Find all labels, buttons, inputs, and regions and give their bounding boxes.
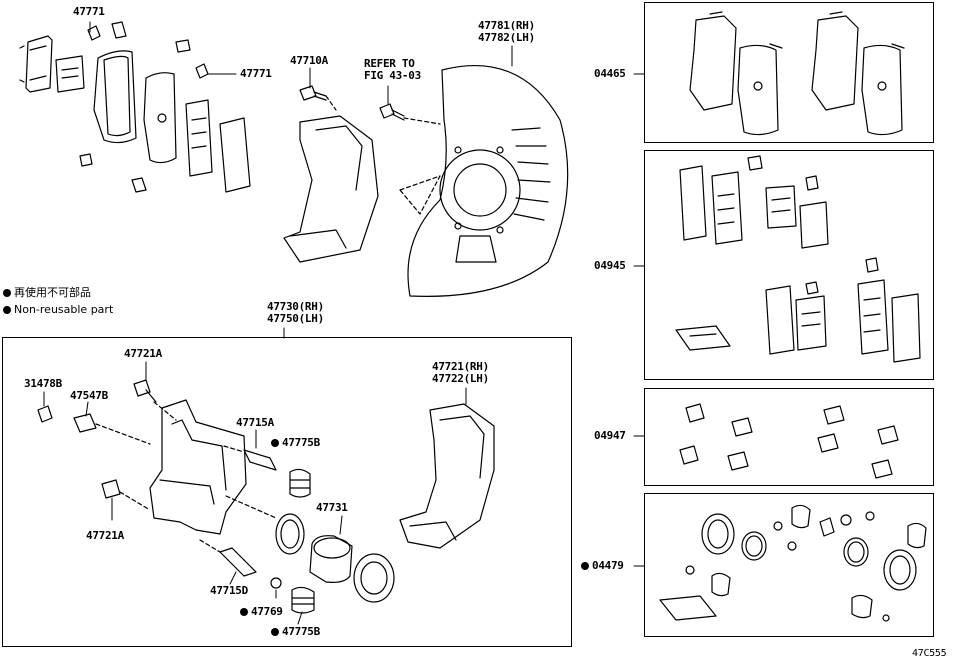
kit-04945-shims: [675, 155, 921, 363]
pin-47715d: [199, 539, 257, 577]
kit-04947-box: [644, 388, 934, 486]
brake-pad-outer-top: [93, 50, 137, 144]
bleeder-47547b: [73, 413, 151, 445]
caliper-body: [149, 399, 247, 535]
kit-04465-pads: [689, 11, 905, 136]
callout-47771-b[interactable]: 47771: [240, 67, 272, 80]
callout-47782[interactable]: 47782(LH): [478, 31, 535, 44]
callout-47722[interactable]: 47722(LH): [432, 372, 489, 385]
bolt-47721a-bottom: [101, 479, 151, 511]
bushing-47769: [270, 577, 282, 589]
caliper-bracket-upper: [283, 115, 379, 263]
piston: [309, 535, 353, 583]
callout-47781[interactable]: 47781(RH): [478, 19, 535, 32]
legend-non-reusable-jp: 再使用不可部品: [3, 286, 91, 299]
piston-boot: [353, 553, 395, 603]
clip-47771-b: [195, 63, 209, 79]
callout-47721a-top[interactable]: 47721A: [124, 347, 162, 360]
callout-47547b[interactable]: 47547B: [70, 389, 108, 402]
callout-04479[interactable]: 04479: [581, 560, 624, 572]
callout-31478b[interactable]: 31478B: [24, 377, 62, 390]
pin-47715a: [223, 445, 277, 471]
kit-04479-box: [644, 493, 934, 637]
callout-47775b-top[interactable]: 47775B: [271, 437, 320, 449]
pad-shim-right-2: [219, 117, 251, 193]
callout-47721a-bottom[interactable]: 47721A: [86, 529, 124, 542]
bolt-refer-to: [379, 103, 405, 121]
callout-refer-to-l1[interactable]: REFER TO: [364, 57, 415, 70]
legend-non-reusable-en: Non-reusable part: [3, 303, 113, 316]
non-reusable-dot-icon: [271, 628, 279, 636]
pad-shim-small: [55, 55, 85, 93]
callout-47771-a[interactable]: 47771: [73, 5, 105, 18]
callout-47750[interactable]: 47750(LH): [267, 312, 324, 325]
piston-seal-47731: [225, 495, 305, 555]
non-reusable-dot-icon: [3, 289, 11, 297]
pad-shim-right-1: [185, 99, 213, 177]
brake-pad-inner-top: [143, 72, 177, 164]
kit-04945-box: [644, 150, 934, 380]
non-reusable-dot-icon: [271, 439, 279, 447]
callout-04947[interactable]: 04947: [594, 429, 626, 442]
clips-top-row: [19, 21, 191, 193]
caliper-bracket-lower: [399, 403, 495, 549]
pad-shim-left: [25, 35, 53, 93]
kit-04465-box: [644, 2, 934, 143]
figure-id: 47C555: [912, 648, 947, 659]
kit-04947-clips: [679, 403, 899, 479]
non-reusable-dot-icon: [581, 562, 589, 570]
caliper-assembly-box: [2, 337, 572, 647]
callout-47775b-bottom[interactable]: 47775B: [271, 626, 320, 638]
bolt-47710a: [299, 85, 337, 111]
callout-47769[interactable]: 47769: [240, 606, 283, 618]
non-reusable-dot-icon: [3, 306, 11, 314]
callout-04465[interactable]: 04465: [594, 67, 626, 80]
bolt-47721a-top: [133, 379, 177, 421]
callout-47731[interactable]: 47731: [316, 501, 348, 514]
callout-47721[interactable]: 47721(RH): [432, 360, 489, 373]
callout-47715d[interactable]: 47715D: [210, 584, 248, 597]
callout-refer-to-l2[interactable]: FIG 43-03: [364, 69, 421, 82]
callout-47715a[interactable]: 47715A: [236, 416, 274, 429]
callout-47730[interactable]: 47730(RH): [267, 300, 324, 313]
clip-47771-a: [87, 25, 101, 41]
disc-dust-shield: [399, 64, 569, 297]
boot-47775b-bottom: [291, 586, 315, 614]
non-reusable-dot-icon: [240, 608, 248, 616]
leader-lines: [43, 21, 645, 625]
cap-31478b: [37, 405, 53, 423]
callout-47710a[interactable]: 47710A: [290, 54, 328, 67]
kit-04479-seals: [659, 504, 927, 622]
callout-04945[interactable]: 04945: [594, 259, 626, 272]
boot-47775b-top: [289, 468, 311, 498]
